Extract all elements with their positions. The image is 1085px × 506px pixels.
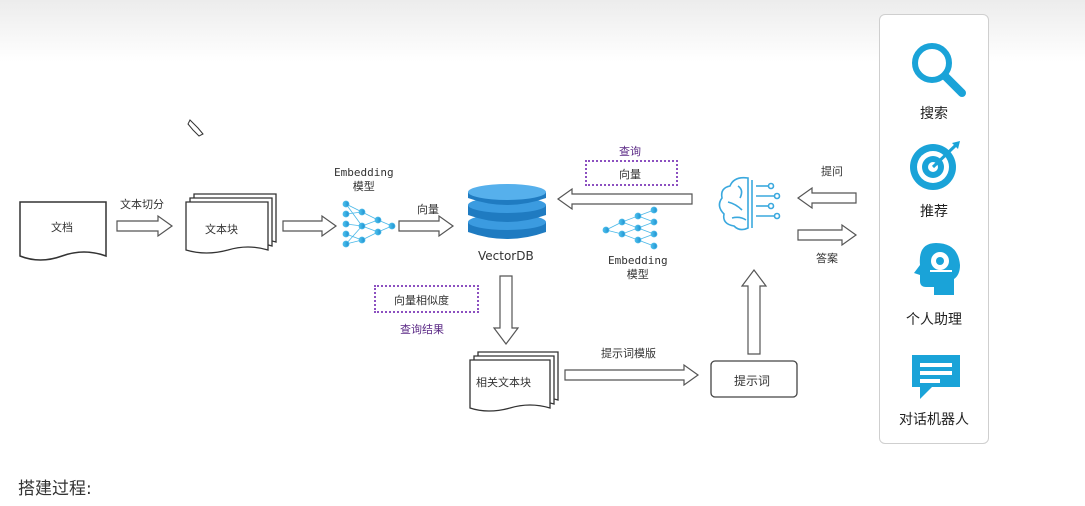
pencil-cursor-icon	[187, 119, 204, 137]
footer-text: 搭建过程:	[18, 479, 92, 499]
chatbot-label: 对话机器人	[899, 412, 969, 428]
neural-net-right	[602, 206, 658, 250]
arrow-split	[116, 214, 174, 238]
related-chunks-stack	[469, 351, 559, 412]
neural-net-left	[342, 200, 396, 248]
prompt-label: 提示词	[734, 374, 771, 388]
document-label: 文档	[51, 221, 73, 234]
related-chunks-label: 相关文本块	[476, 376, 531, 389]
arrow-down-results	[492, 275, 520, 345]
assistant-label: 个人助理	[906, 312, 962, 328]
answer-label: 答案	[816, 252, 838, 265]
embedding-right-label: Embedding 模型	[608, 254, 668, 281]
chunks-stack	[185, 193, 277, 254]
prompt-box	[710, 360, 798, 398]
applications-panel: 搜索 推荐 个人助理 对话机器人	[879, 14, 989, 444]
query-label: 查询	[619, 145, 641, 158]
arrow-to-vectordb	[398, 214, 455, 238]
vectordb-label: VectorDB	[478, 249, 534, 263]
arrow-up-brain	[740, 269, 768, 355]
arrow-answer	[797, 223, 858, 247]
target-icon	[910, 141, 960, 190]
vector-right-label: 向量	[619, 168, 641, 181]
recommend-label: 推荐	[920, 204, 948, 220]
assistant-head-icon	[914, 243, 960, 295]
arrow-vector-in	[556, 187, 693, 211]
chat-icon	[912, 355, 960, 399]
similarity-label: 向量相似度	[394, 294, 449, 307]
vector-right-box	[585, 160, 678, 186]
arrow-prompt-template	[564, 363, 700, 387]
chunks-label: 文本块	[205, 223, 238, 236]
ask-label: 提问	[821, 165, 843, 178]
prompt-template-label: 提示词模版	[601, 347, 656, 360]
vector-left-label: 向量	[417, 203, 439, 216]
arrow-ask	[796, 186, 857, 210]
query-result-label: 查询结果	[400, 323, 444, 336]
search-label: 搜索	[920, 106, 948, 122]
search-icon	[912, 43, 966, 97]
brain-icon	[718, 176, 781, 231]
similarity-box	[374, 285, 479, 313]
vectordb-icon	[468, 184, 546, 239]
rag-diagram	[19, 119, 858, 412]
arrow-to-embedding	[282, 214, 338, 238]
split-label: 文本切分	[120, 198, 164, 211]
document-shape	[19, 201, 107, 261]
embedding-left-label: Embedding 模型	[334, 166, 394, 193]
